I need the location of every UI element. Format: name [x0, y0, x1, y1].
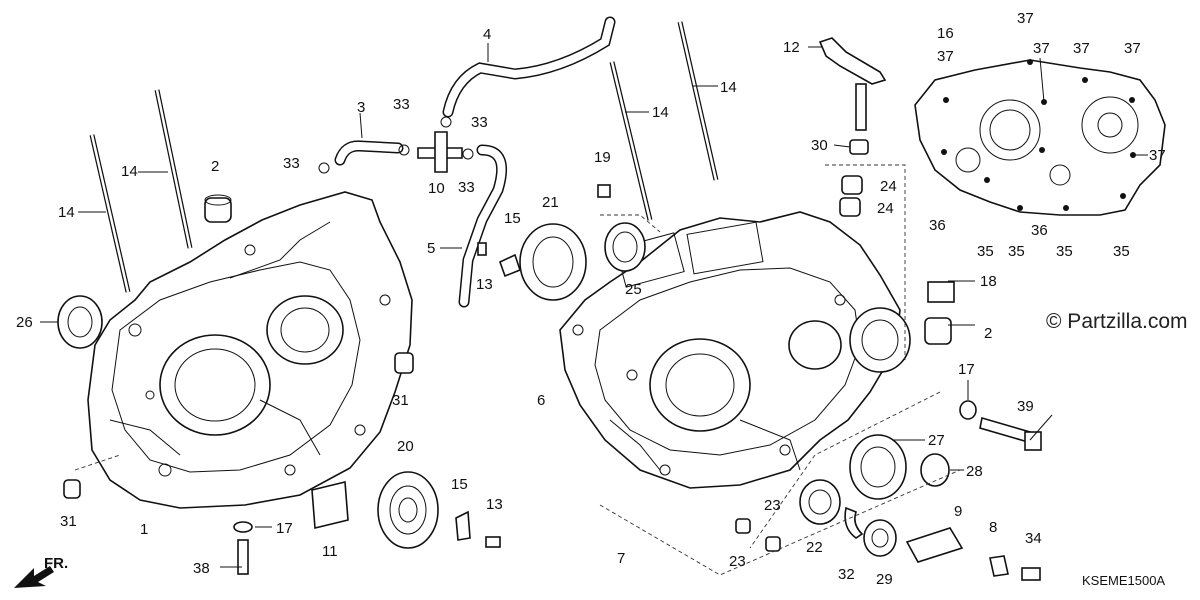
callout-33: 33: [458, 179, 475, 196]
callout-7: 7: [617, 550, 625, 567]
callout-35: 35: [1113, 243, 1130, 260]
callout-37: 37: [1149, 147, 1166, 164]
callout-18: 18: [980, 273, 997, 290]
front-marker-label: FR.: [44, 555, 68, 572]
callout-8: 8: [989, 519, 997, 536]
callout-3: 3: [357, 99, 365, 116]
right-crankcase-half: [559, 211, 911, 489]
callout-39: 39: [1017, 398, 1034, 415]
leader-lines: [40, 43, 1148, 568]
callout-34: 34: [1025, 530, 1042, 547]
callout-35: 35: [1056, 243, 1073, 260]
callout-36: 36: [929, 217, 946, 234]
callout-14: 14: [720, 79, 737, 96]
callout-31: 31: [60, 513, 77, 530]
callout-2: 2: [211, 158, 219, 175]
callout-32: 32: [838, 566, 855, 583]
callout-30: 30: [811, 137, 828, 154]
callout-37: 37: [1017, 10, 1034, 27]
callout-28: 28: [966, 463, 983, 480]
callout-36: 36: [1031, 222, 1048, 239]
callout-33: 33: [283, 155, 300, 172]
callout-15: 15: [504, 210, 521, 227]
callout-37: 37: [1124, 40, 1141, 57]
callout-14: 14: [121, 163, 138, 180]
left-crankcase-half: [87, 191, 413, 509]
callout-10: 10: [428, 180, 445, 197]
callout-37: 37: [937, 48, 954, 65]
callout-24: 24: [880, 178, 897, 195]
callout-35: 35: [977, 243, 994, 260]
callout-24: 24: [877, 200, 894, 217]
callout-33: 33: [393, 96, 410, 113]
callout-23: 23: [764, 497, 781, 514]
callout-21: 21: [542, 194, 559, 211]
callout-31: 31: [392, 392, 409, 409]
callout-19: 19: [594, 149, 611, 166]
callout-37: 37: [1033, 40, 1050, 57]
outline-bolt-holes: [941, 59, 1136, 211]
callout-12: 12: [783, 39, 800, 56]
callout-14: 14: [652, 104, 669, 121]
callout-labels: 1 2 2 3 4 5 6 7 8 9 10 11 12 13 13 14 14…: [16, 10, 1166, 588]
crankcase-studs: [89, 21, 719, 293]
callout-6: 6: [537, 392, 545, 409]
callout-13: 13: [486, 496, 503, 513]
callout-11: 11: [322, 543, 338, 560]
callout-25: 25: [625, 281, 642, 298]
callout-38: 38: [193, 560, 210, 577]
callout-17: 17: [958, 361, 975, 378]
crankcase-outline-view: [914, 59, 1166, 216]
callout-35: 35: [1008, 243, 1025, 260]
front-direction-arrow-icon: [14, 566, 54, 588]
callout-26: 26: [16, 314, 33, 331]
callout-23: 23: [729, 553, 746, 570]
callout-15: 15: [451, 476, 468, 493]
callout-22: 22: [806, 539, 823, 556]
breather-hoses: [318, 16, 616, 308]
callout-17: 17: [276, 520, 293, 537]
callout-27: 27: [928, 432, 945, 449]
callout-9: 9: [954, 503, 962, 520]
assembly-guides: [74, 164, 961, 576]
small-hardware: [233, 37, 1042, 581]
callout-33: 33: [471, 114, 488, 131]
callout-13: 13: [476, 276, 493, 293]
callout-20: 20: [397, 438, 414, 455]
partzilla-watermark: © Partzilla.com: [1046, 310, 1188, 333]
callout-37: 37: [1073, 40, 1090, 57]
callout-2: 2: [984, 325, 992, 342]
callout-16: 16: [937, 25, 954, 42]
callout-14: 14: [58, 204, 75, 221]
diagram-code: KSEME1500A: [1082, 573, 1165, 588]
callout-5: 5: [427, 240, 435, 257]
callout-1: 1: [140, 521, 148, 538]
bearings-and-seals: [57, 139, 977, 557]
callout-29: 29: [876, 571, 893, 588]
callout-4: 4: [483, 26, 491, 43]
